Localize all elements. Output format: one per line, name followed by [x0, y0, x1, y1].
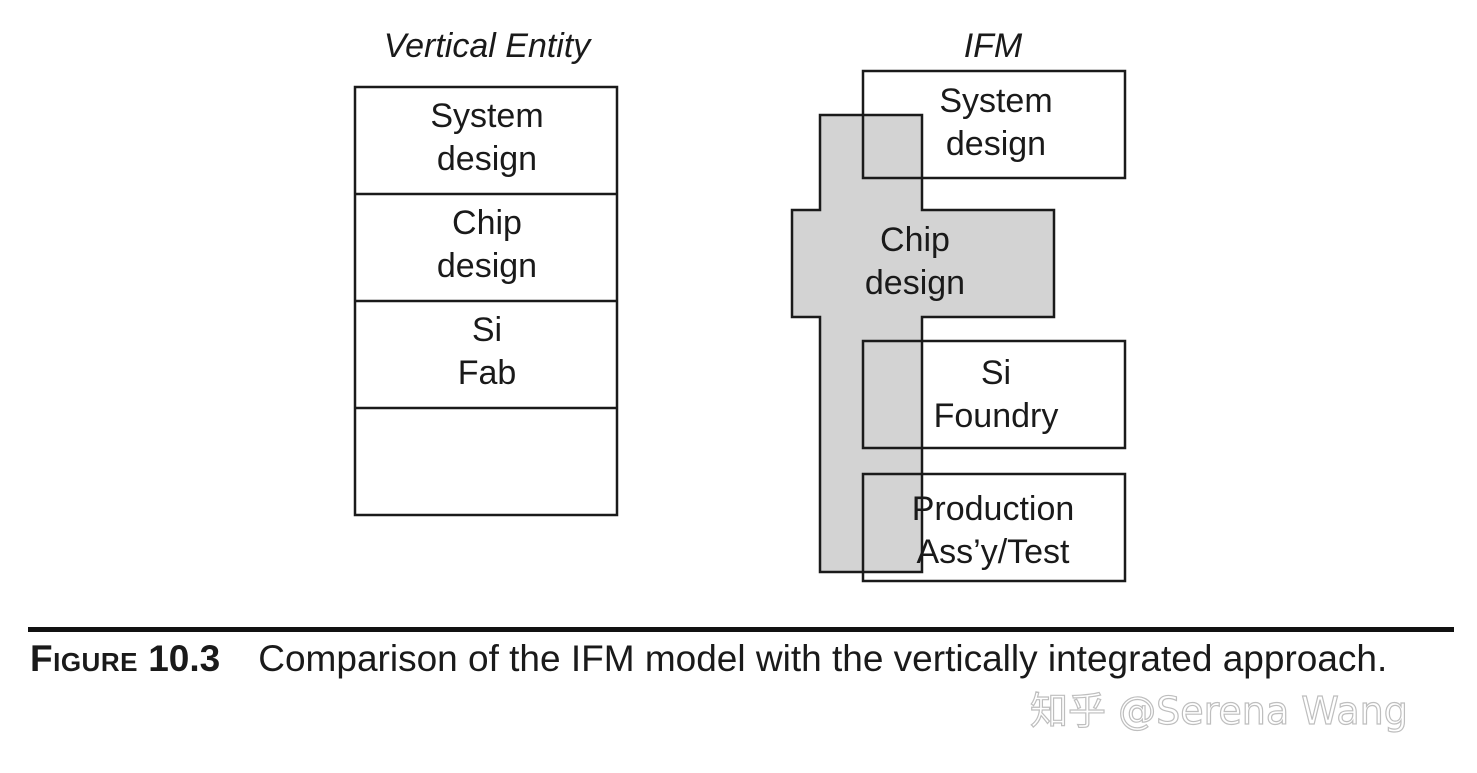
vertical-cell-system-design: System design — [430, 97, 543, 178]
ifm-box-system-design: System design — [861, 69, 1127, 180]
cell-label-line: Fab — [458, 354, 517, 392]
cell-label-line: design — [437, 247, 537, 285]
caption-rule — [28, 627, 1454, 632]
figure-caption: Figure 10.3 Comparison of the IFM model w… — [30, 636, 1430, 682]
box-label-line: Chip — [880, 221, 950, 259]
ifm-model: Chip design System design Si Foundry Pro… — [790, 69, 1127, 583]
chip-design-highlight — [790, 113, 1056, 574]
box-label-line: design — [865, 264, 965, 302]
box-label-line: design — [946, 125, 1046, 163]
figure-number: 10.3 — [148, 638, 221, 679]
vertical-entity-title: Vertical Entity — [384, 27, 593, 65]
ifm-title: IFM — [964, 27, 1023, 65]
ifm-box-production: Production Ass’y/Test — [861, 472, 1127, 583]
vertical-entity-stack: System design Chip design Si Fab — [353, 85, 619, 517]
box-outline — [861, 472, 1127, 583]
box-label-line: System — [939, 82, 1052, 120]
watermark: 知乎 @Serena Wang — [1029, 688, 1408, 733]
box-label-line: Production — [912, 490, 1075, 528]
box-outline — [861, 69, 1127, 180]
ifm-box-si-foundry: Si Foundry — [861, 339, 1127, 450]
cell-label-line: Chip — [452, 204, 522, 242]
ifm-box-chip-design: Chip design — [865, 221, 965, 302]
box-label-line: Ass’y/Test — [916, 533, 1070, 571]
vertical-cell-si-fab: Si Fab — [458, 311, 517, 392]
box-outline — [861, 339, 1127, 450]
figure-label: Figure — [30, 638, 138, 679]
caption-text: Comparison of the IFM model with the ver… — [258, 638, 1388, 679]
box-label-line: Si — [981, 354, 1011, 392]
box-label-line: Foundry — [934, 397, 1059, 435]
vertical-cell-chip-design: Chip design — [437, 204, 537, 285]
cell-label-line: design — [437, 140, 537, 178]
cell-label-line: System — [430, 97, 543, 135]
cell-label-line: Si — [472, 311, 502, 349]
